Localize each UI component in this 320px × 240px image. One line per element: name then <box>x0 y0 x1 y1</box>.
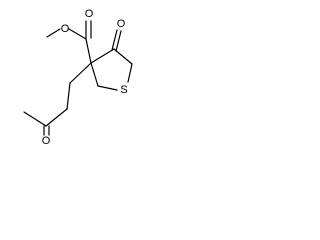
side-chain-ketone-oxygen-label: O <box>42 135 51 147</box>
chemical-structure-diagram: O O O O S <box>23 8 133 147</box>
bond-ring-methylene-sulfur <box>127 63 133 83</box>
bond-ring-methylene-quaternary-carbon <box>90 62 99 87</box>
bond-ether-oxygen-carbonyl-carbon <box>68 28 87 40</box>
bond-ring-ketone-carbon-methylene <box>113 48 133 65</box>
bond-sulfur-ring-methylene <box>97 85 118 91</box>
bond-ring-ketone-double-b <box>115 30 122 52</box>
bond-chain-carbon-2-chain-carbonyl-carbon <box>45 108 68 127</box>
bond-quaternary-carbon-ring-ketone-carbon <box>90 48 115 64</box>
bond-chain-carbon-1-chain-carbon-2 <box>66 82 71 110</box>
ring-ketone-oxygen-label: O <box>117 18 126 30</box>
bond-chain-carbonyl-carbon-terminal-methyl <box>23 111 47 127</box>
bond-methyl-ether-oxygen <box>46 28 61 38</box>
bond-quaternary-carbon-chain-carbon-1 <box>69 62 92 84</box>
bond-carbonyl-carbon-quaternary-carbon <box>85 38 92 64</box>
ester-carbonyl-oxygen-label: O <box>85 8 94 20</box>
bond-ring-ketone-double-a <box>111 29 118 51</box>
ester-ether-oxygen-label: O <box>61 23 70 35</box>
ring-sulfur-label: S <box>120 84 127 96</box>
